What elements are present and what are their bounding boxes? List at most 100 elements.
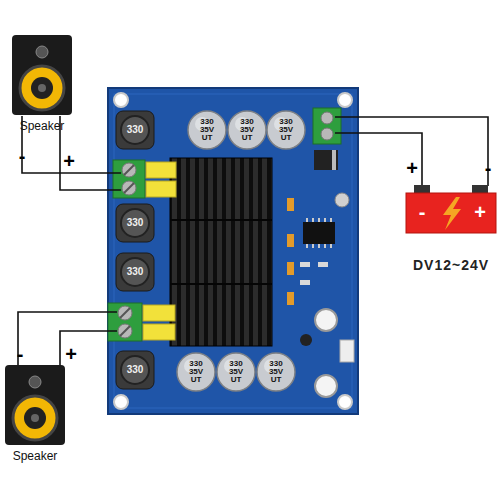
pcb-trace — [114, 94, 352, 408]
capacitor-marking: 330 35V UT — [223, 360, 249, 384]
inductor-body — [116, 351, 154, 389]
ic-pin — [324, 218, 326, 222]
speaker-cabinet — [12, 35, 72, 115]
ic-pin — [306, 218, 308, 222]
power-wire — [335, 133, 422, 186]
inductor: 330 — [115, 203, 155, 243]
electrolytic-capacitor: 330 35V UT — [216, 352, 256, 392]
polarity-mark: - — [480, 158, 496, 178]
inductor-marking: 330 — [115, 364, 155, 376]
speaker-wire — [60, 116, 121, 190]
battery-label: + — [470, 201, 490, 223]
film-capacitor — [146, 181, 176, 197]
screw-slot — [124, 165, 134, 175]
capacitor-can — [188, 111, 226, 149]
screw-slot — [120, 326, 130, 336]
ic-pin — [312, 244, 314, 248]
film-capacitor — [143, 324, 175, 340]
battery-label: - — [412, 201, 432, 223]
smd-part — [300, 280, 310, 285]
inductor-body — [116, 204, 154, 242]
terminal-block — [113, 160, 145, 198]
potentiometer — [315, 375, 337, 397]
diode — [314, 150, 338, 170]
pcb-board — [108, 88, 358, 414]
film-capacitor — [146, 162, 176, 178]
inductor-body — [116, 111, 154, 149]
speaker: Speaker — [12, 35, 72, 115]
speaker-cabinet — [5, 365, 65, 445]
speaker-label: Speaker — [0, 449, 85, 463]
terminal-screw — [122, 181, 136, 195]
speaker-cone — [20, 66, 64, 110]
capacitor-can — [257, 353, 295, 391]
power-terminal — [313, 108, 341, 144]
capacitor-marking: 330 35V UT — [183, 360, 209, 384]
potentiometer — [315, 309, 337, 331]
screw-slot — [120, 308, 130, 318]
terminal-screw — [321, 128, 333, 140]
capacitor-can — [177, 353, 215, 391]
electrolytic-capacitor: 330 35V UT — [176, 352, 216, 392]
terminal-screw — [118, 324, 132, 338]
resistor — [287, 262, 294, 275]
speaker-dust-cap — [24, 407, 46, 429]
heatsink-groove — [170, 219, 272, 221]
mounting-hole — [114, 395, 128, 409]
speaker-label: Speaker — [0, 119, 92, 133]
capacitor-can — [217, 353, 255, 391]
polarity-mark: + — [62, 344, 80, 364]
film-capacitor — [143, 305, 175, 321]
power-wire — [335, 117, 488, 186]
heatsink-groove — [170, 283, 272, 285]
polarity-mark: + — [403, 158, 421, 178]
mounting-hole — [338, 395, 352, 409]
terminal-block — [108, 303, 142, 341]
terminal-screw — [118, 306, 132, 320]
smd-part — [318, 262, 328, 267]
capacitor-can — [228, 111, 266, 149]
speaker-tweeter — [29, 376, 41, 388]
mounting-hole — [338, 93, 352, 107]
ic-pin — [330, 244, 332, 248]
capacitor-can — [267, 111, 305, 149]
speaker-dust-cap — [31, 77, 53, 99]
speaker-tweeter — [36, 46, 48, 58]
speaker-wire — [18, 312, 117, 366]
small-capacitor — [335, 193, 349, 207]
battery-body — [406, 193, 496, 233]
polarity-mark: - — [12, 344, 28, 364]
capacitor-marking: 330 35V UT — [263, 360, 289, 384]
ic-pin — [306, 244, 308, 248]
connector — [340, 340, 354, 362]
inductor: 330 — [115, 350, 155, 390]
battery: -+DV12~24V — [406, 193, 496, 233]
diode-band — [332, 150, 336, 170]
battery-label: DV12~24V — [394, 257, 500, 273]
mounting-hole — [114, 93, 128, 107]
speaker-cone — [13, 396, 57, 440]
resistor — [287, 292, 294, 305]
inductor-marking: 330 — [115, 217, 155, 229]
ic-pin — [324, 244, 326, 248]
ic-pin — [312, 218, 314, 222]
resistor — [287, 234, 294, 247]
electrolytic-capacitor: 330 35V UT — [256, 352, 296, 392]
capacitor-marking: 330 35V UT — [234, 118, 260, 142]
electrolytic-capacitor: 330 35V UT — [187, 110, 227, 150]
capacitor-marking: 330 35V UT — [194, 118, 220, 142]
terminal-screw — [122, 163, 136, 177]
speaker: Speaker — [5, 365, 65, 445]
smd-part — [300, 262, 310, 267]
speaker-dust-cap — [38, 84, 46, 92]
small-capacitor — [300, 334, 312, 346]
screw-slot — [124, 183, 134, 193]
ic-pin — [318, 244, 320, 248]
polarity-mark: + — [60, 151, 78, 171]
inductor: 330 — [115, 110, 155, 150]
